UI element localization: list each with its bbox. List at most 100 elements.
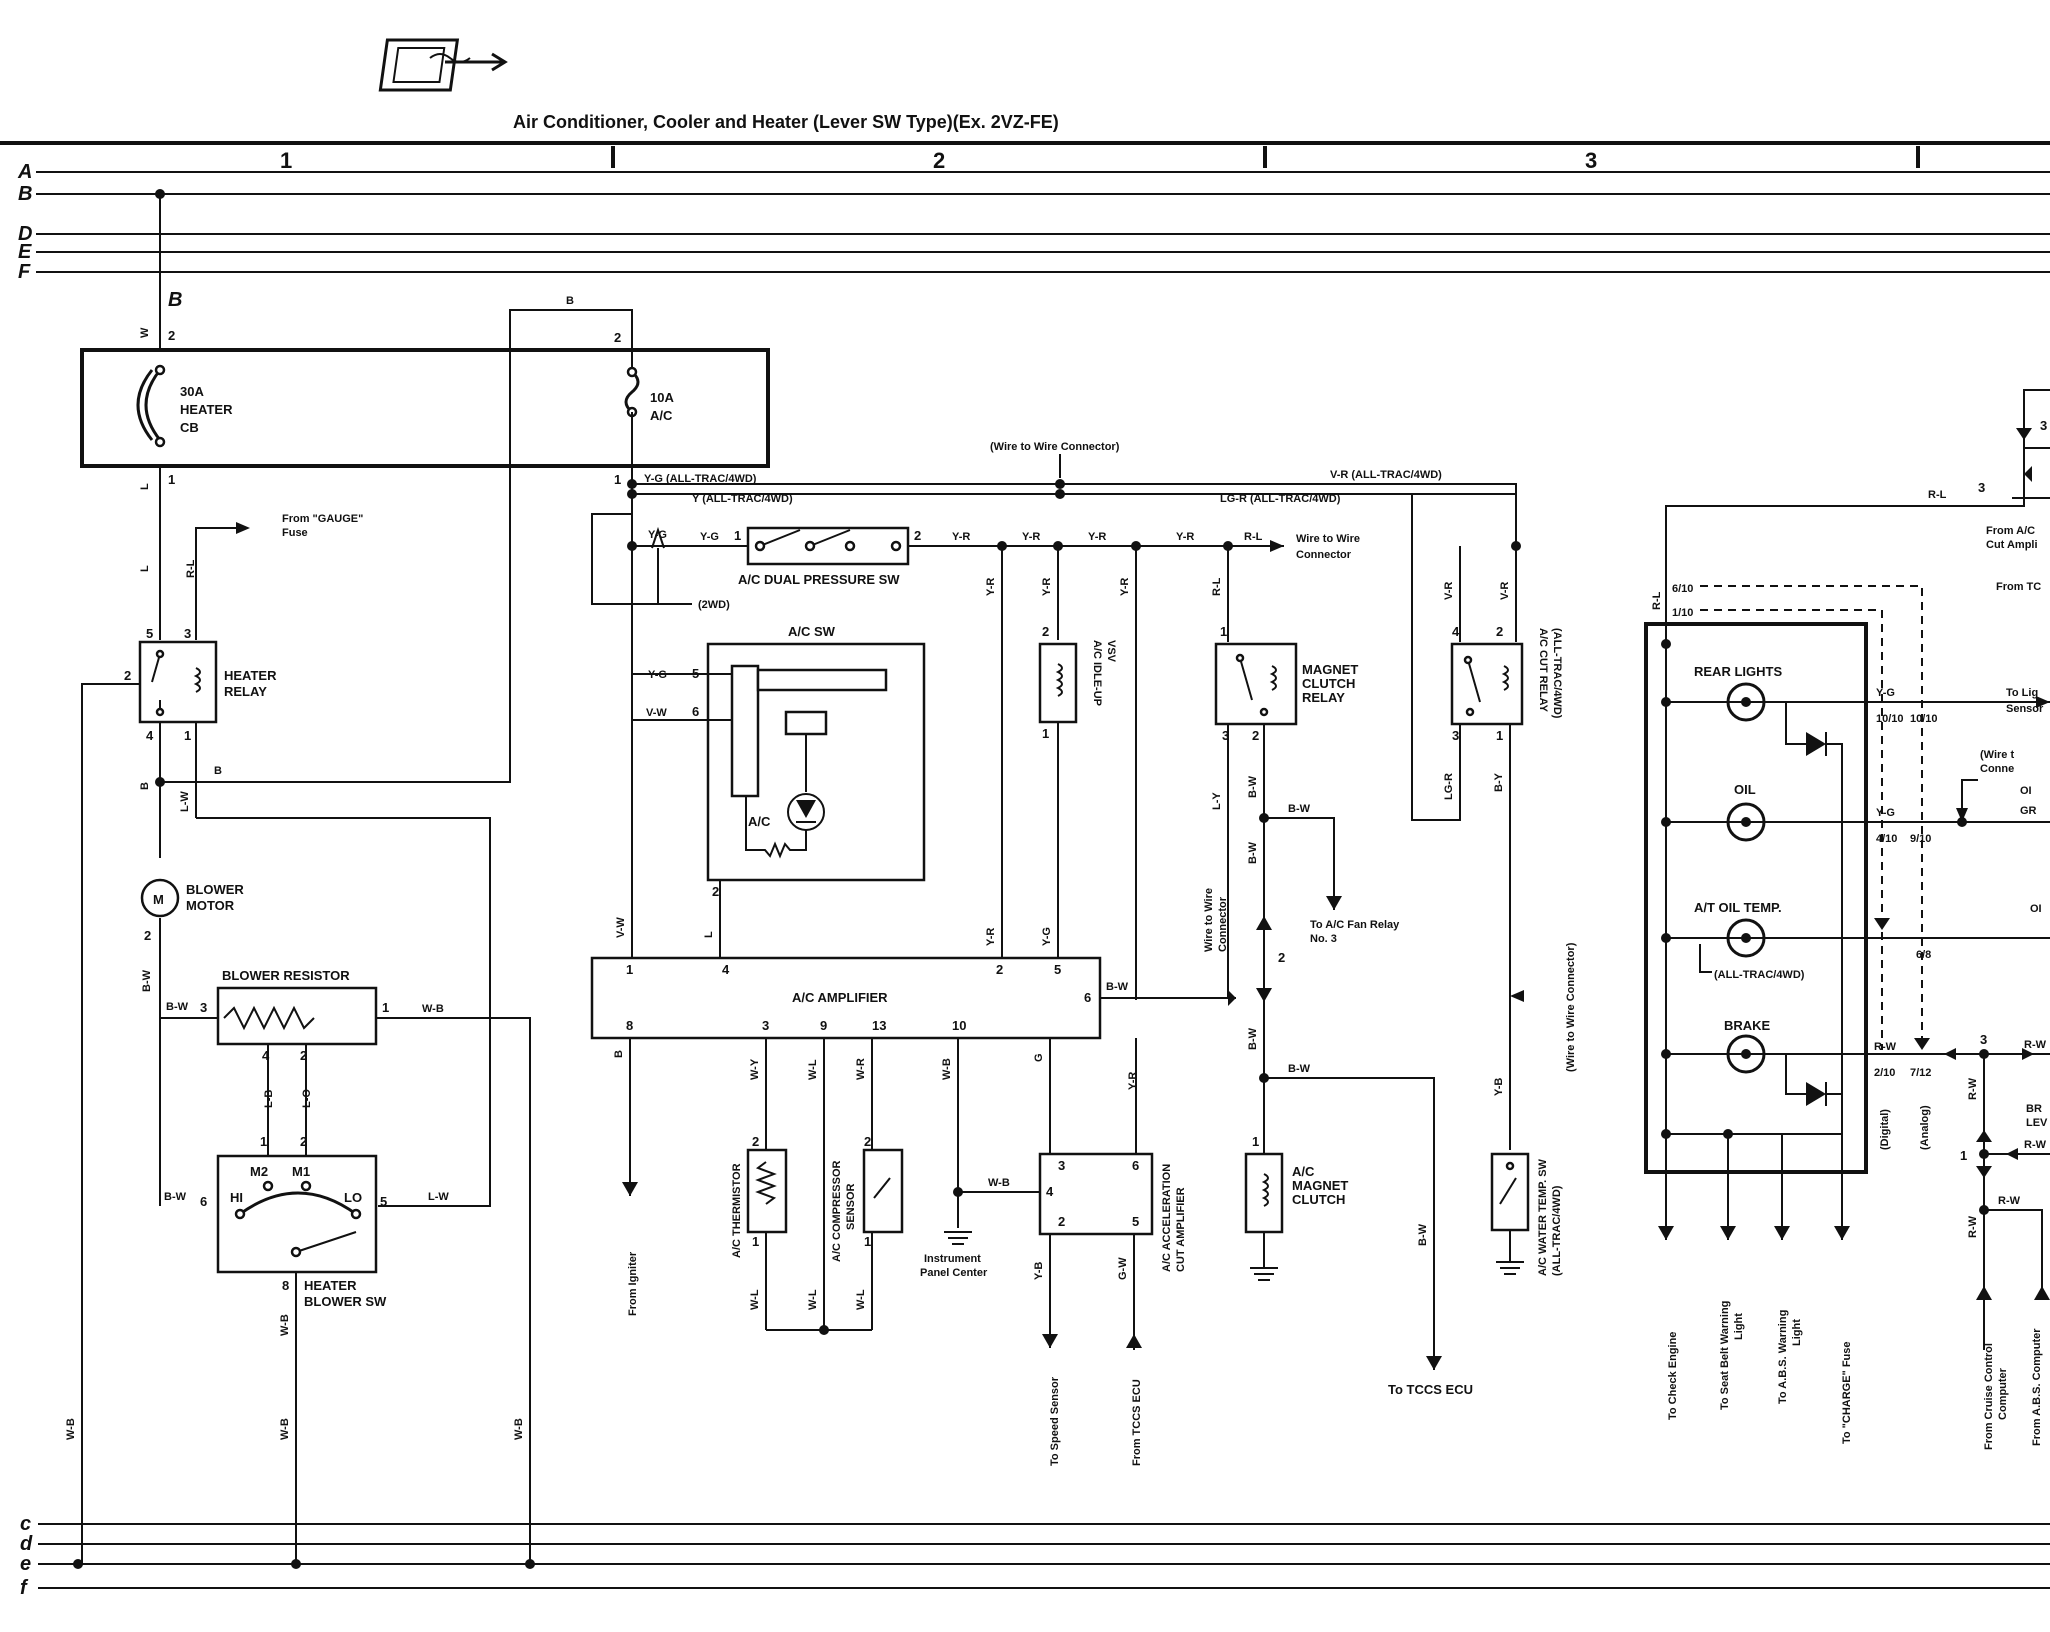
svg-text:Y-G: Y-G <box>700 531 719 543</box>
svg-text:No. 3: No. 3 <box>1310 933 1337 945</box>
svg-text:L: L <box>139 565 151 572</box>
svg-text:4: 4 <box>1046 1184 1054 1199</box>
svg-text:3: 3 <box>1058 1158 1065 1173</box>
svg-text:Light: Light <box>1791 1319 1803 1346</box>
svg-text:2: 2 <box>1042 624 1049 639</box>
from-abs-computer: From A.B.S. Computer <box>2031 1328 2043 1446</box>
svg-text:R-W: R-W <box>1874 1041 1897 1053</box>
svg-text:B: B <box>613 1050 625 1058</box>
svg-text:Connector: Connector <box>1296 549 1352 561</box>
ac-sw-label: A/C SW <box>788 624 836 639</box>
svg-text:L: L <box>139 483 151 490</box>
svg-text:2: 2 <box>1252 728 1259 743</box>
svg-text:W-L: W-L <box>807 1289 819 1310</box>
svg-text:W-B: W-B <box>422 1003 444 1015</box>
svg-text:B-W: B-W <box>1288 1063 1311 1075</box>
svg-text:B-W: B-W <box>1106 981 1129 993</box>
ac-cut-relay-label: A/C CUT RELAY <box>1537 628 1549 713</box>
svg-text:2: 2 <box>1058 1214 1065 1229</box>
svg-text:1: 1 <box>734 528 741 543</box>
svg-text:Y-G: Y-G <box>1041 927 1053 946</box>
svg-text:B-W: B-W <box>1417 1223 1429 1246</box>
to-abs-warning: To A.B.S. Warning <box>1777 1310 1789 1404</box>
digital-label: (Digital) <box>1879 1109 1891 1150</box>
svg-text:BLOWER SW: BLOWER SW <box>304 1294 387 1309</box>
from-ac-cut-amp: From A/C <box>1986 525 2035 537</box>
svg-text:Y-R: Y-R <box>1022 531 1040 543</box>
svg-text:L-B: L-B <box>263 1090 275 1108</box>
svg-text:1: 1 <box>260 1134 267 1149</box>
bus-label-F: F <box>18 261 31 283</box>
ac-idle-up-label: A/C IDLE-UP <box>1091 640 1103 706</box>
svg-text:3: 3 <box>2040 418 2047 433</box>
svg-text:B-W: B-W <box>1247 1027 1259 1050</box>
svg-text:1: 1 <box>184 728 191 743</box>
svg-text:4: 4 <box>146 728 154 743</box>
from-tc: From TC <box>1996 581 2041 593</box>
magnet-clutch-circuit: R-L 1 MAGNET CLUTCH RELAY 3 2 L-Y Wire t… <box>1203 494 1577 1397</box>
svg-text:R-L: R-L <box>185 559 197 578</box>
fuse-box: B W 2 30A HEATER CB B 2 10A A/C 1 1 <box>80 189 770 487</box>
svg-text:Y-B: Y-B <box>1033 1262 1045 1280</box>
svg-text:Y-R: Y-R <box>1119 578 1131 596</box>
ac-system-icon <box>378 38 508 92</box>
to-speed-sensor: To Speed Sensor <box>1049 1376 1061 1466</box>
svg-text:BR: BR <box>2026 1103 2042 1115</box>
svg-text:3: 3 <box>762 1018 769 1033</box>
svg-text:CB: CB <box>180 420 199 435</box>
ac-idle-up-vsv <box>1038 642 1078 724</box>
svg-text:MAGNET: MAGNET <box>1292 1178 1348 1193</box>
svg-text:M2: M2 <box>250 1164 268 1179</box>
svg-text:Y-R: Y-R <box>985 928 997 946</box>
svg-text:W-B: W-B <box>513 1418 525 1440</box>
wire-connector-mid: Wire to Wire <box>1296 533 1360 545</box>
svg-text:4: 4 <box>722 962 730 977</box>
svg-text:B-W: B-W <box>1247 841 1259 864</box>
wire-connector-top: (Wire to Wire Connector) <box>990 441 1120 453</box>
brake-label: BRAKE <box>1724 1018 1771 1033</box>
svg-text:Panel Center: Panel Center <box>920 1267 988 1279</box>
svg-text:Y-G: Y-G <box>648 669 667 681</box>
ac-indicator: A/C <box>748 814 771 829</box>
svg-text:R-W: R-W <box>1967 1215 1979 1238</box>
svg-text:2: 2 <box>124 668 131 683</box>
svg-text:V-W: V-W <box>615 917 627 938</box>
svg-text:B-W: B-W <box>166 1001 189 1013</box>
ac-amplifier-label: A/C AMPLIFIER <box>792 990 888 1005</box>
svg-text:W-B: W-B <box>279 1314 291 1336</box>
combination-meter <box>1644 622 1868 1174</box>
bus-label-c: c <box>20 1513 31 1535</box>
svg-text:1: 1 <box>1252 1134 1259 1149</box>
from-igniter: From Igniter <box>627 1251 639 1316</box>
svg-text:4: 4 <box>262 1048 270 1063</box>
ac-fuse-label: 10A <box>650 390 674 405</box>
svg-text:V-R: V-R <box>1443 582 1455 600</box>
svg-text:2/10: 2/10 <box>1874 1067 1895 1079</box>
svg-text:Conne: Conne <box>1980 763 2014 775</box>
svg-text:6: 6 <box>692 704 699 719</box>
svg-text:1: 1 <box>382 1000 389 1015</box>
svg-text:G-W: G-W <box>1117 1257 1129 1280</box>
ac-accel-cut-amplifier <box>1038 1152 1154 1236</box>
svg-text:(ALL-TRAC/4WD): (ALL-TRAC/4WD) <box>1551 628 1563 719</box>
at-oil-temp-note: (ALL-TRAC/4WD) <box>1714 969 1805 981</box>
svg-text:Sensor: Sensor <box>2006 703 2044 715</box>
svg-text:VSV: VSV <box>1105 640 1117 663</box>
heater-relay-circuit: L L R-L From "GAUGE" Fuse 5 3 2 4 1 HEAT… <box>65 310 531 1564</box>
heater-blower-sw-label: HEATER <box>304 1278 357 1293</box>
svg-text:V-W: V-W <box>646 707 667 719</box>
svg-text:5: 5 <box>1132 1214 1139 1229</box>
svg-text:4/10: 4/10 <box>1876 833 1897 845</box>
ac-magnet-clutch <box>1244 1152 1284 1234</box>
bus-label-e: e <box>20 1553 31 1575</box>
svg-text:4: 4 <box>1452 624 1460 639</box>
svg-text:Y-G: Y-G <box>1876 807 1895 819</box>
svg-text:Y-R: Y-R <box>1127 1072 1139 1090</box>
svg-text:3: 3 <box>1222 728 1229 743</box>
svg-text:Connector: Connector <box>1217 896 1229 952</box>
bottom-buses: c d e f <box>20 1513 2050 1599</box>
from-tccs-ecu: From TCCS ECU <box>1131 1379 1143 1466</box>
svg-text:HEATER: HEATER <box>180 402 233 417</box>
wire-connector-left: Wire to Wire <box>1203 888 1215 952</box>
